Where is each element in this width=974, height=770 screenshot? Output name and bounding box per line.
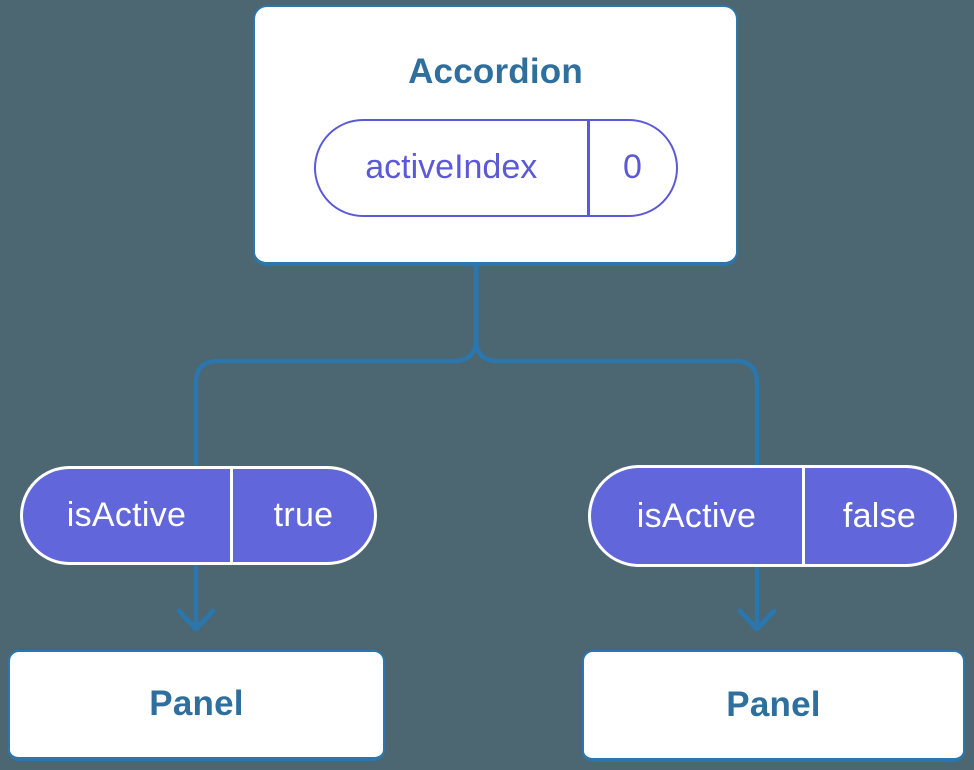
connector-left-branch <box>193 262 479 627</box>
state-pill: activeIndex 0 <box>313 118 678 217</box>
panel-title: Panel <box>149 684 244 724</box>
prop-pill-right: isActive false <box>588 465 957 567</box>
panel-title: Panel <box>726 684 821 724</box>
prop-value: true <box>273 496 334 534</box>
pill-divider <box>587 120 590 215</box>
prop-name: isActive <box>66 496 187 534</box>
prop-value: false <box>842 496 917 535</box>
pill-divider <box>802 468 805 564</box>
arrow-down-icon <box>176 608 216 632</box>
state-value: 0 <box>623 148 642 187</box>
connector-right-branch <box>473 262 760 627</box>
panel-node-right: Panel <box>582 650 965 762</box>
accordion-node: Accordion activeIndex 0 <box>253 5 738 266</box>
prop-pill-left: isActive true <box>20 466 377 565</box>
pill-divider <box>230 469 233 562</box>
prop-name: isActive <box>636 496 757 535</box>
panel-node-left: Panel <box>8 650 385 761</box>
state-name: activeIndex <box>365 148 538 187</box>
accordion-title: Accordion <box>408 52 583 92</box>
arrow-down-icon <box>737 608 777 632</box>
